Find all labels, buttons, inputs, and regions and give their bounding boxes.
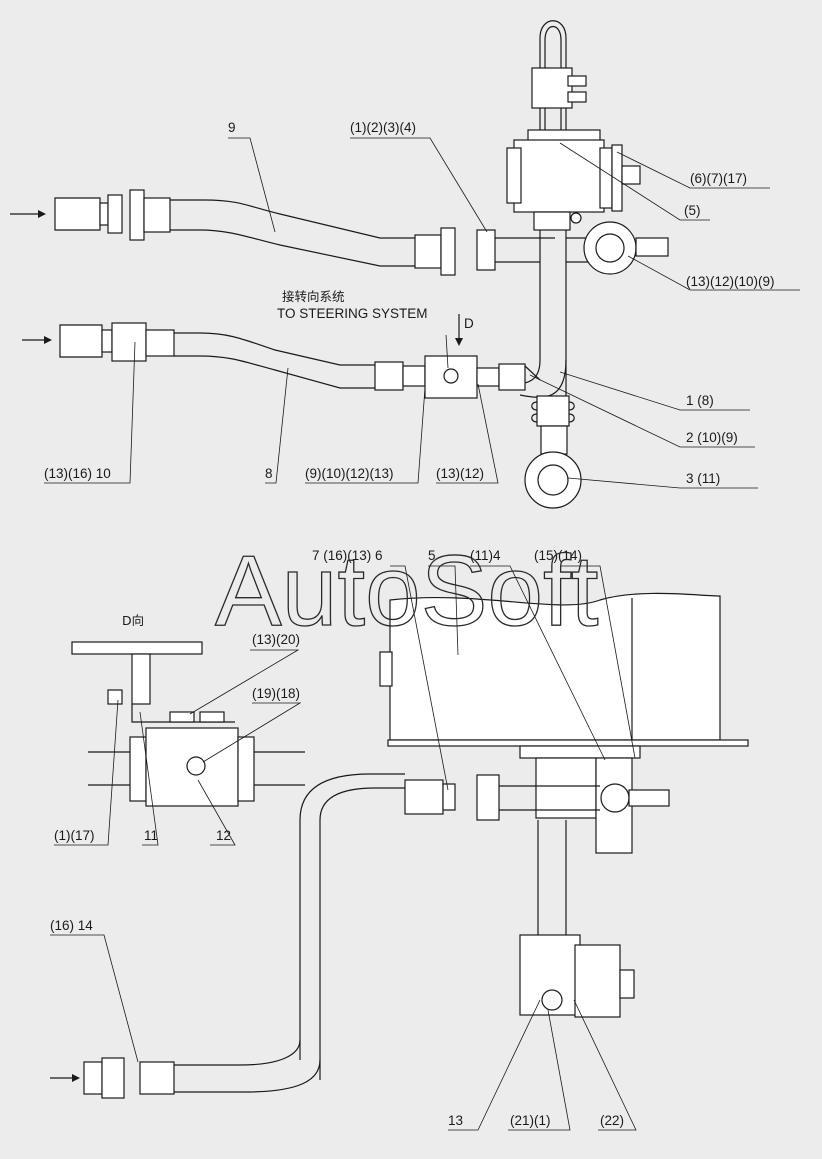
label-11-4: (11)4 <box>470 548 501 563</box>
view-d-title: D向 <box>122 613 144 628</box>
view-d-detail <box>71 641 305 807</box>
upper-lift-handle <box>531 20 587 130</box>
label-2-10-9: 2 (10)(9) <box>686 430 738 445</box>
part-labels: 9 (1)(2)(3)(4) (6)(7)(17) (5) (13)(12)(1… <box>44 120 775 1128</box>
hose-8 <box>22 322 426 391</box>
label-7-16-13-6: 7 (16)(13) 6 <box>312 548 383 563</box>
notes: 接转向系统 TO STEERING SYSTEM D D向 <box>122 289 474 628</box>
view-arrow-d: D <box>464 316 474 331</box>
note-steering-english: TO STEERING SYSTEM <box>277 306 428 321</box>
pump <box>519 820 635 1018</box>
steering-tee-block <box>424 314 541 399</box>
tank-5 <box>379 592 749 759</box>
lower-inlet-hose <box>50 1039 321 1099</box>
label-9: 9 <box>228 120 236 135</box>
inlet-arrow-upper <box>10 210 46 218</box>
main-vertical-pipe <box>504 221 669 400</box>
label-5: 5 <box>428 548 436 563</box>
label-1-17: (1)(17) <box>54 828 95 843</box>
label-11: 11 <box>144 828 158 843</box>
valve-block-5 <box>506 129 641 231</box>
label-1-2-3-4: (1)(2)(3)(4) <box>350 120 416 135</box>
note-steering-chinese: 接转向系统 <box>282 289 345 304</box>
label-12: 12 <box>216 828 231 843</box>
label-21-1: (21)(1) <box>510 1113 551 1128</box>
label-5-paren: (5) <box>684 203 701 218</box>
upper-assembly <box>10 20 669 509</box>
label-3-11: 3 (11) <box>686 471 720 486</box>
label-15-14: (15)(14) <box>534 548 582 563</box>
label-13-16-10: (13)(16) 10 <box>44 466 111 481</box>
label-13-20: (13)(20) <box>252 632 300 647</box>
lower-assembly <box>50 592 749 1099</box>
label-16-14: (16) 14 <box>50 918 93 933</box>
label-22: (22) <box>600 1113 624 1128</box>
leader-lines <box>44 137 800 1131</box>
label-13-12: (13)(12) <box>436 466 484 481</box>
tank-outlet-pipes <box>299 757 670 1080</box>
watermark: AutoSoft <box>215 535 599 647</box>
label-13: 13 <box>448 1113 463 1128</box>
label-13-12-10-9: (13)(12)(10)(9) <box>686 274 775 289</box>
hose-9 <box>54 189 555 276</box>
label-9-10-12-13: (9)(10)(12)(13) <box>305 466 394 481</box>
label-19-18: (19)(18) <box>252 686 300 701</box>
lower-bellows <box>524 395 582 509</box>
label-6-7-17: (6)(7)(17) <box>690 171 747 186</box>
label-1-8: 1 (8) <box>686 393 714 408</box>
label-8: 8 <box>265 466 273 481</box>
